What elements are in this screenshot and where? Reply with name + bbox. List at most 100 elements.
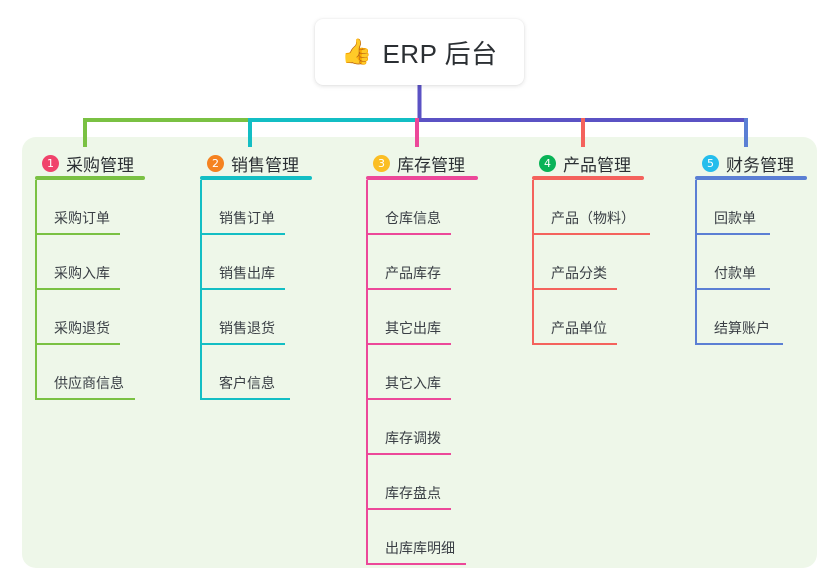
branch-header-rule-5 [695, 176, 807, 180]
list-item[interactable]: 销售退货 [200, 290, 360, 345]
diagram-background-panel [22, 137, 817, 568]
branch-badge-5: 5 [702, 154, 719, 172]
branch-column-5: 5 财务管理 回款单 付款单 结算账户 [695, 146, 839, 345]
list-item-label: 出库库明细 [385, 540, 455, 556]
branch-column-4: 4 产品管理 产品（物料） 产品分类 产品单位 [532, 146, 702, 345]
list-item-label: 仓库信息 [385, 210, 441, 226]
list-item-label: 销售订单 [219, 210, 275, 226]
list-item[interactable]: 供应商信息 [35, 345, 195, 400]
list-item-label: 回款单 [714, 210, 756, 226]
list-item-label: 库存盘点 [385, 485, 441, 501]
list-item-label: 其它出库 [385, 320, 441, 336]
list-item-label: 其它入库 [385, 375, 441, 391]
list-item[interactable]: 产品分类 [532, 235, 702, 290]
leaf-rule [695, 233, 770, 235]
leaf-rule [366, 563, 466, 565]
branch-title-1: 采购管理 [66, 155, 134, 175]
list-item[interactable]: 库存盘点 [366, 455, 526, 510]
leaf-spine [695, 290, 697, 345]
branch-header-rule-3 [366, 176, 478, 180]
list-item-label: 采购入库 [54, 265, 110, 281]
list-item[interactable]: 出库库明细 [366, 510, 526, 565]
leaf-rule [532, 233, 650, 235]
root-node-card[interactable]: 👍 ERP 后台 [315, 19, 524, 85]
leaf-spine [532, 180, 534, 235]
thumbs-up-icon: 👍 [341, 37, 373, 66]
branch-header-rule-1 [35, 176, 145, 180]
list-item[interactable]: 采购入库 [35, 235, 195, 290]
list-item[interactable]: 其它出库 [366, 290, 526, 345]
branch-badge-1: 1 [42, 154, 59, 172]
list-item-label: 产品库存 [385, 265, 441, 281]
list-item[interactable]: 采购订单 [35, 180, 195, 235]
list-item[interactable]: 销售订单 [200, 180, 360, 235]
leaf-spine [200, 235, 202, 290]
branch-title-4: 产品管理 [563, 155, 631, 175]
leaf-rule [35, 343, 120, 345]
list-item-label: 库存调拨 [385, 430, 441, 446]
branch-badge-4: 4 [539, 154, 556, 172]
list-item-label: 产品单位 [551, 320, 607, 336]
list-item-label: 采购订单 [54, 210, 110, 226]
list-item[interactable]: 其它入库 [366, 345, 526, 400]
list-item-label: 产品分类 [551, 265, 607, 281]
branch-title-2: 销售管理 [231, 155, 299, 175]
branch-header-4[interactable]: 4 产品管理 [532, 146, 702, 180]
leaf-rule [532, 288, 617, 290]
leaf-rule [366, 508, 451, 510]
leaf-rule [200, 233, 285, 235]
list-item-label: 销售出库 [219, 265, 275, 281]
list-item[interactable]: 库存调拨 [366, 400, 526, 455]
leaf-spine [532, 235, 534, 290]
leaf-spine [366, 455, 368, 510]
branch-header-rule-2 [200, 176, 312, 180]
list-item[interactable]: 产品单位 [532, 290, 702, 345]
branch-title-3: 库存管理 [397, 155, 465, 175]
leaf-spine [200, 290, 202, 345]
leaf-spine [35, 180, 37, 235]
leaf-spine [35, 290, 37, 345]
leaf-spine [695, 235, 697, 290]
branch-header-5[interactable]: 5 财务管理 [695, 146, 839, 180]
branch-header-1[interactable]: 1 采购管理 [35, 146, 195, 180]
list-item[interactable]: 产品库存 [366, 235, 526, 290]
leaf-rule [35, 398, 135, 400]
leaf-spine [35, 235, 37, 290]
leaf-rule [695, 288, 770, 290]
branch-header-2[interactable]: 2 销售管理 [200, 146, 360, 180]
branch-column-3: 3 库存管理 仓库信息 产品库存 其它出库 其它入库 库存调拨 库存盘点 出库库… [366, 146, 526, 565]
list-item-label: 销售退货 [219, 320, 275, 336]
list-item-label: 产品（物料） [551, 210, 635, 226]
list-item-label: 结算账户 [714, 320, 770, 336]
leaf-rule [695, 343, 783, 345]
branch-header-3[interactable]: 3 库存管理 [366, 146, 526, 180]
leaf-rule [200, 288, 285, 290]
leaf-spine [366, 510, 368, 565]
leaf-spine [366, 180, 368, 235]
leaf-spine [695, 180, 697, 235]
list-item[interactable]: 产品（物料） [532, 180, 702, 235]
leaf-rule [532, 343, 617, 345]
branch-badge-2: 2 [207, 154, 224, 172]
leaf-rule [366, 453, 451, 455]
leaf-spine [200, 180, 202, 235]
leaf-spine [366, 400, 368, 455]
leaf-rule [366, 288, 451, 290]
list-item[interactable]: 回款单 [695, 180, 839, 235]
list-item[interactable]: 客户信息 [200, 345, 360, 400]
branch-badge-3: 3 [373, 154, 390, 172]
list-item[interactable]: 采购退货 [35, 290, 195, 345]
leaf-rule [366, 343, 451, 345]
list-item[interactable]: 销售出库 [200, 235, 360, 290]
leaf-rule [35, 288, 120, 290]
list-item[interactable]: 仓库信息 [366, 180, 526, 235]
list-item[interactable]: 付款单 [695, 235, 839, 290]
branch-title-5: 财务管理 [726, 155, 794, 175]
list-item[interactable]: 结算账户 [695, 290, 839, 345]
leaf-rule [366, 233, 451, 235]
leaf-rule [366, 398, 451, 400]
leaf-rule [200, 343, 285, 345]
leaf-spine [200, 345, 202, 400]
list-item-label: 采购退货 [54, 320, 110, 336]
leaf-spine [366, 235, 368, 290]
